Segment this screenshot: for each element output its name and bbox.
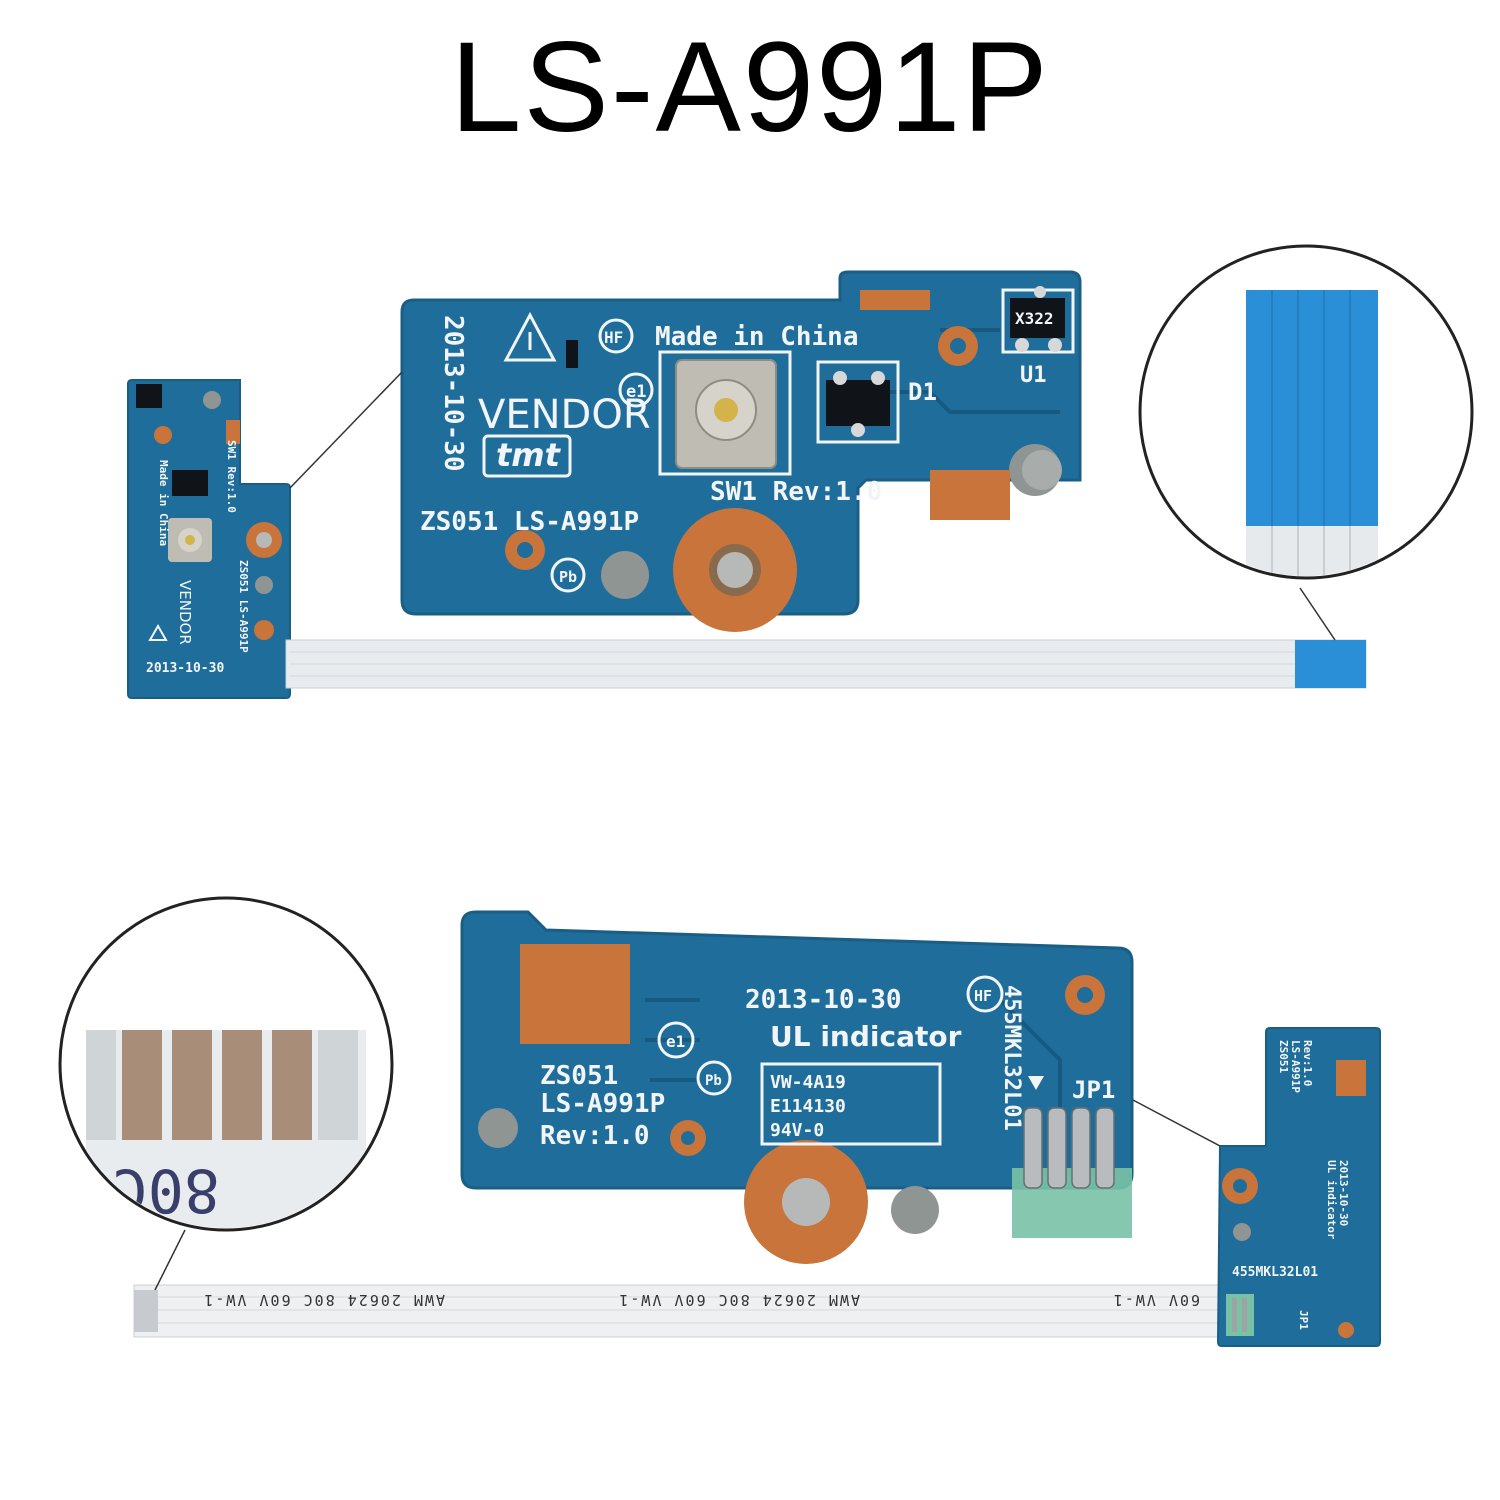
zoom-cable-tip [1138, 244, 1474, 580]
svg-text:ZS051: ZS051 [1277, 1040, 1290, 1073]
svg-text:455MKL32L01: 455MKL32L01 [1232, 1265, 1318, 1280]
svg-text:UL indicator: UL indicator [770, 1020, 962, 1053]
svg-text:60V VW-1: 60V VW-1 [1112, 1291, 1200, 1309]
svg-text:JP1: JP1 [1297, 1310, 1310, 1330]
svg-text:tmt: tmt [496, 436, 562, 474]
svg-text:Rev:1.0: Rev:1.0 [540, 1121, 650, 1151]
svg-text:2013-10-30: 2013-10-30 [745, 985, 902, 1015]
svg-text:Made in China: Made in China [655, 322, 859, 352]
svg-text:AWM 20624 80C 60V VW-1: AWM 20624 80C 60V VW-1 [617, 1291, 860, 1309]
svg-text:ZS051 LS-A991P: ZS051 LS-A991P [420, 507, 639, 537]
ic-u1 [1010, 298, 1065, 338]
svg-text:ZS051 LS-A991P: ZS051 LS-A991P [237, 560, 250, 653]
svg-text:e1: e1 [666, 1032, 685, 1051]
svg-text:455MKL32L01: 455MKL32L01 [999, 985, 1024, 1131]
svg-text:VENDOR: VENDOR [478, 392, 651, 438]
svg-text:94V-0: 94V-0 [770, 1120, 824, 1141]
svg-text:SW1 Rev:1.0: SW1 Rev:1.0 [710, 477, 882, 507]
svg-text:ZS051: ZS051 [540, 1061, 618, 1091]
ribbon-cable-bottom [133, 1284, 1235, 1338]
diode-d1 [826, 380, 890, 426]
svg-text:Rev:1.0: Rev:1.0 [1301, 1040, 1314, 1086]
svg-text:UL indicator: UL indicator [1325, 1160, 1338, 1240]
product-title: LS-A991P [450, 16, 1050, 159]
svg-text:LS-A991P: LS-A991P [540, 1089, 665, 1119]
svg-text:JP1: JP1 [1072, 1076, 1115, 1104]
cable-tip [1295, 640, 1366, 688]
svg-text:VENDOR: VENDOR [176, 580, 194, 645]
svg-text:VW-4A19: VW-4A19 [770, 1072, 846, 1093]
top-board-small: Made in China VENDOR ZS051 LS-A991P SW1 … [127, 379, 1367, 699]
svg-text:80C: 80C [112, 1155, 220, 1225]
top-board-large: X322 U1 D1 SW1 Rev:1.0 HF Made in China … [400, 270, 1082, 632]
svg-text:SW1 Rev:1.0: SW1 Rev:1.0 [225, 440, 238, 513]
svg-text:Pb: Pb [705, 1073, 722, 1089]
zoom-cable-contacts: 80C [58, 896, 394, 1232]
svg-text:D1: D1 [908, 378, 937, 406]
svg-text:e1: e1 [626, 382, 646, 402]
svg-text:2013-10-30: 2013-10-30 [1337, 1160, 1350, 1226]
svg-text:LS-A991P: LS-A991P [1289, 1040, 1302, 1093]
bottom-board-small: AWM 20624 80C 60V VW-1 AWM 20624 80C 60V… [133, 1027, 1381, 1347]
svg-text:Pb: Pb [559, 568, 577, 586]
svg-text:2013-10-30: 2013-10-30 [438, 315, 468, 472]
svg-text:U1: U1 [1020, 363, 1047, 388]
svg-text:Made in China: Made in China [157, 460, 170, 546]
svg-text:HF: HF [974, 987, 992, 1005]
svg-text:AWM 20624 80C 60V VW-1: AWM 20624 80C 60V VW-1 [202, 1291, 445, 1309]
svg-text:2013-10-30: 2013-10-30 [146, 661, 224, 676]
bottom-board-large: 2013-10-30 UL indicator HF e1 Pb ZS051 L… [460, 910, 1134, 1264]
svg-text:E114130: E114130 [770, 1096, 846, 1117]
svg-text:X322: X322 [1015, 309, 1054, 328]
svg-text:HF: HF [604, 328, 623, 347]
